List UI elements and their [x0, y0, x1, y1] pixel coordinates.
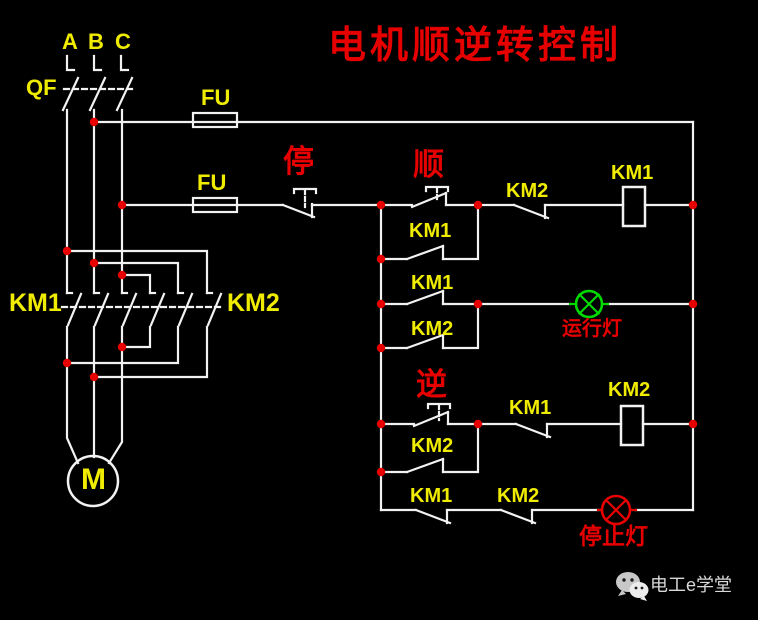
forward-latch-branch [379, 203, 480, 261]
running-aux-km1-label: KM1 [411, 272, 454, 294]
stop-lamp-km1-label: KM1 [410, 485, 453, 507]
km1-coil-symbol [621, 185, 647, 228]
running-aux-km2-branch [379, 302, 480, 350]
page-title: 电机顺逆转控制 [328, 25, 623, 67]
forward-coil-label: KM1 [611, 162, 654, 184]
forward-latch-label: KM1 [409, 220, 452, 242]
motor-lead-wires [65, 325, 209, 465]
fuse-bottom-label: FU [197, 170, 227, 195]
forward-interlock-label: KM2 [506, 180, 549, 202]
running-aux-km2-label: KM2 [411, 318, 454, 340]
watermark-text: 电工e学堂 [650, 575, 733, 595]
running-lamp-label: 运行灯 [562, 318, 622, 340]
forward-row [379, 185, 695, 228]
fuse-top-symbol [191, 111, 239, 129]
power-row-top [92, 111, 695, 512]
km2-coil-symbol [619, 404, 645, 447]
stop-lamp-row [379, 508, 695, 525]
stop-button-label: 停 [283, 144, 314, 179]
running-lamp-row [379, 289, 695, 306]
reverse-button-label: 逆 [416, 367, 447, 402]
reverse-latch-label: KM2 [411, 435, 454, 457]
phase-c-label: C [115, 29, 131, 54]
fuse-bottom-symbol [191, 196, 239, 214]
running-lamp-icon [568, 289, 610, 319]
wechat-icon [616, 572, 649, 601]
junction-dots [62, 117, 698, 477]
reverse-latch-branch [379, 422, 480, 474]
motor-symbol [66, 454, 120, 508]
km2-feed-wires [65, 249, 209, 295]
phase-b-label: B [88, 29, 104, 54]
main-contactor-km1-label: KM1 [9, 289, 62, 317]
control-feed-row [120, 187, 383, 219]
main-contactor-km2-label: KM2 [227, 289, 280, 317]
breaker-qf-label: QF [26, 75, 57, 100]
motor-label: M [81, 463, 106, 496]
stop-lamp-icon [596, 494, 638, 526]
reverse-coil-label: KM2 [608, 379, 651, 401]
main-contacts [60, 291, 224, 327]
stop-lamp-km2-label: KM2 [497, 485, 540, 507]
forward-button-label: 顺 [413, 147, 444, 182]
phase-a-label: A [62, 29, 78, 54]
reverse-interlock-label: KM1 [509, 397, 552, 419]
stop-lamp-label: 停止灯 [579, 523, 648, 549]
fuse-top-label: FU [201, 85, 231, 110]
reverse-row [379, 402, 695, 447]
breaker-qf-symbol [61, 54, 138, 112]
